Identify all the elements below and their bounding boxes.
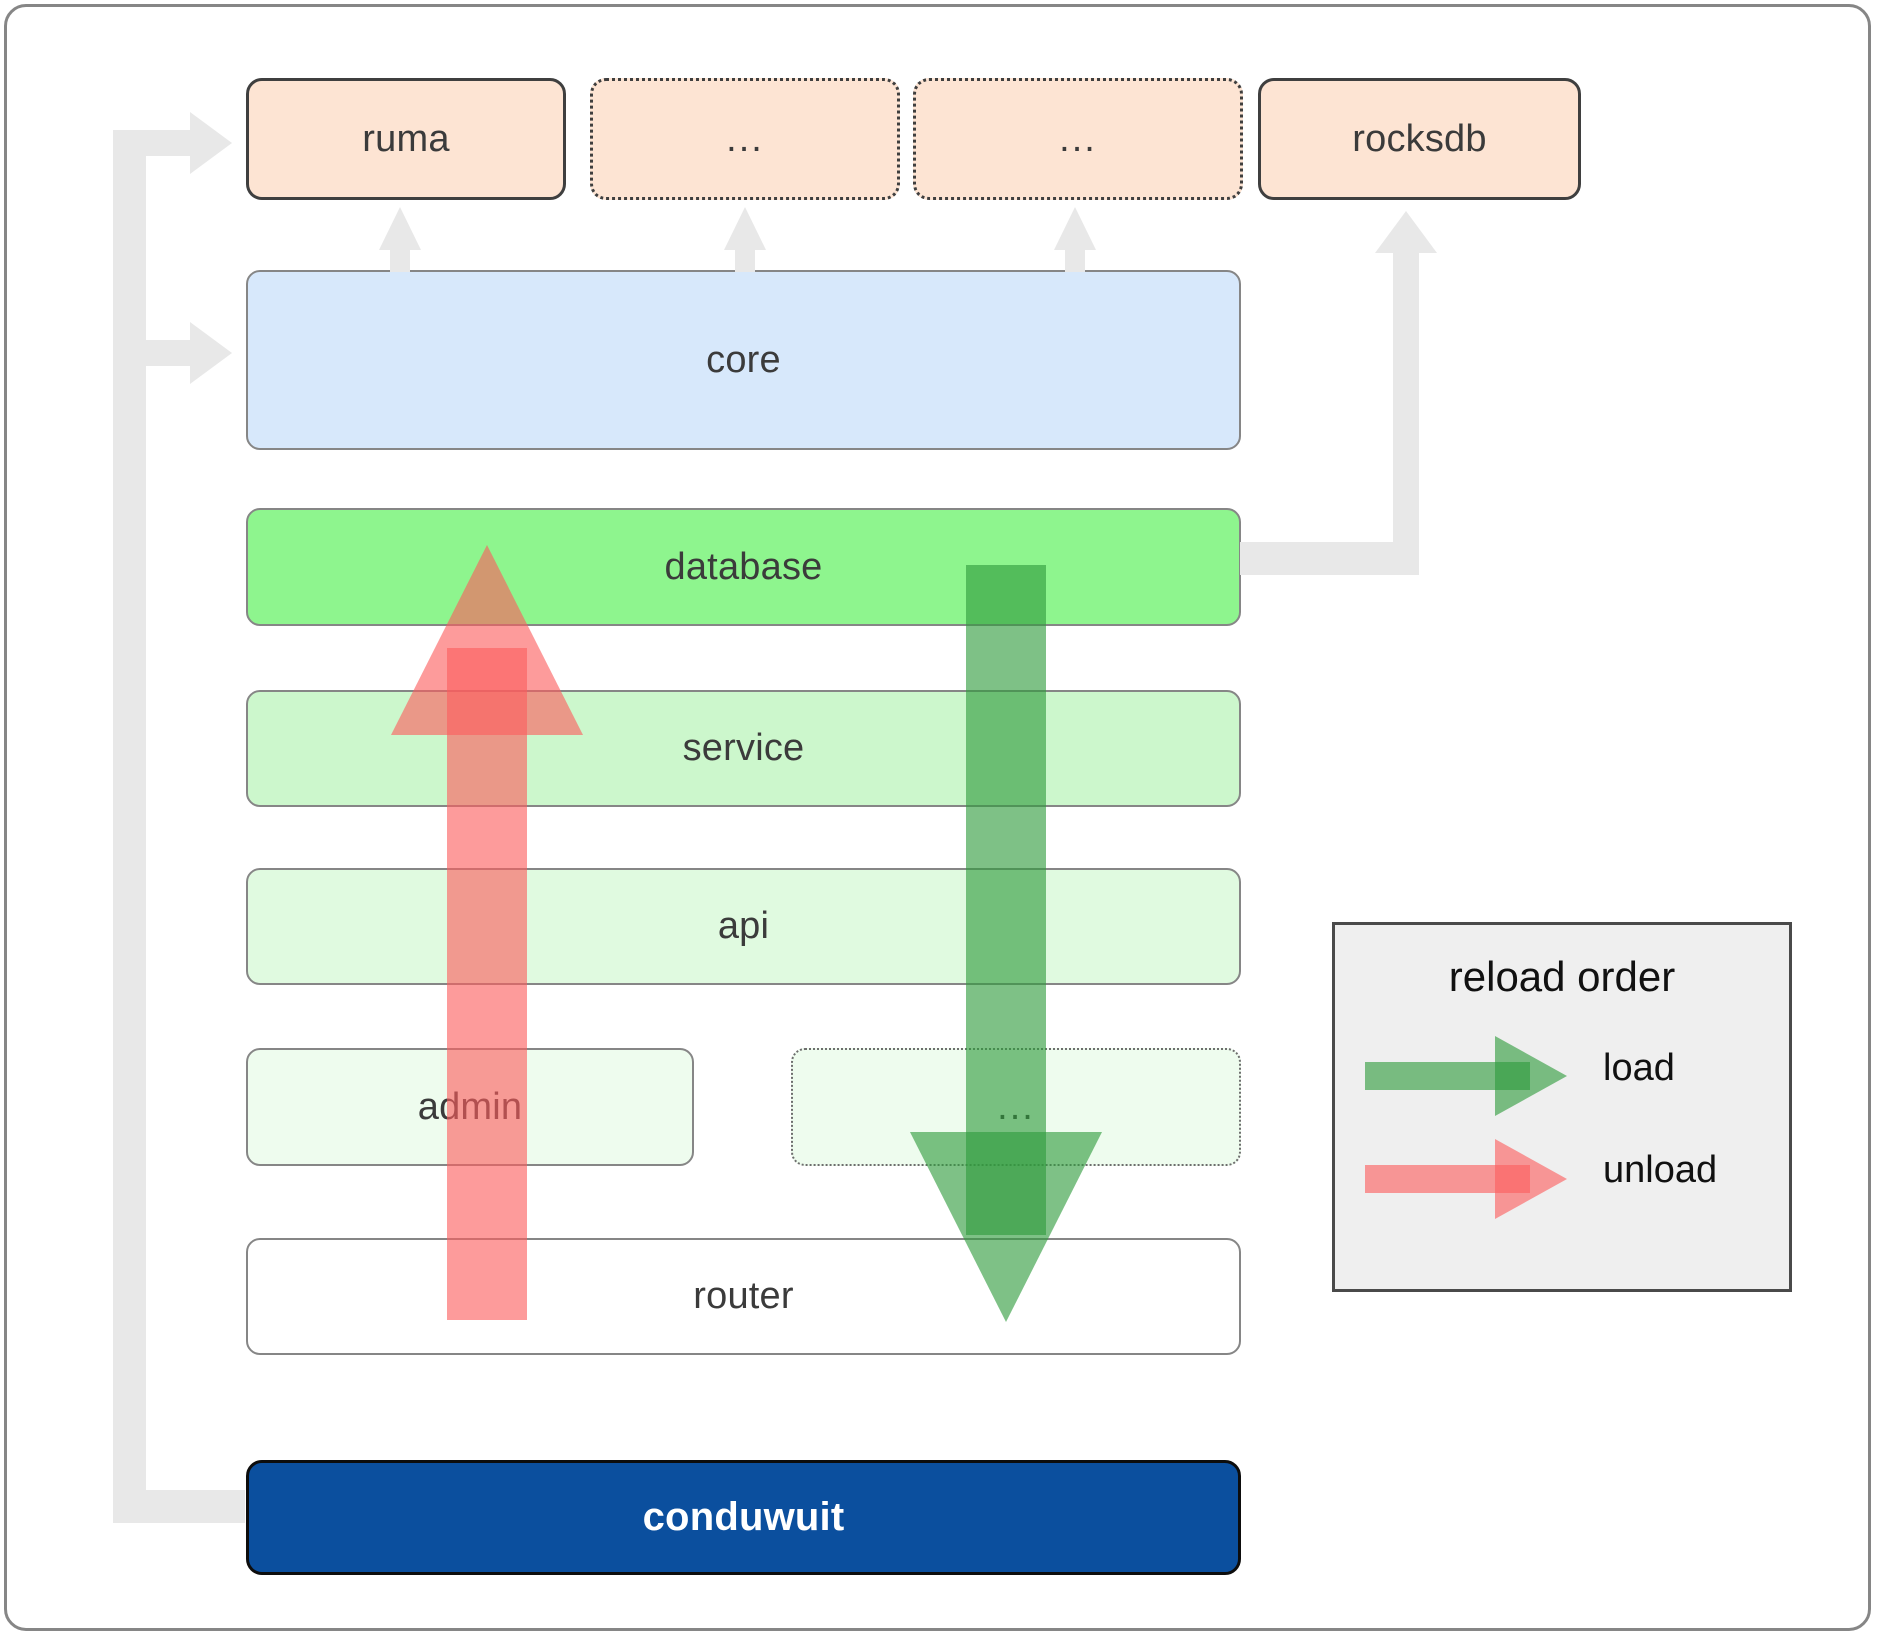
- dependency-box-ellipsis-1[interactable]: ...: [590, 78, 900, 200]
- dependency-label: rocksdb: [1352, 117, 1487, 160]
- unload-legend-icon: [1365, 1139, 1567, 1219]
- dependency-label: ...: [1059, 117, 1097, 160]
- dependency-label: ruma: [362, 117, 450, 160]
- layer-box-ellipsis[interactable]: ...: [791, 1048, 1241, 1166]
- layer-box-admin[interactable]: admin: [246, 1048, 694, 1166]
- load-legend-icon: [1365, 1036, 1567, 1116]
- layer-label: ...: [997, 1085, 1035, 1128]
- layer-box-api[interactable]: api: [246, 868, 1241, 985]
- legend-arrow-icons: [1365, 1036, 1567, 1219]
- application-box-conduwuit[interactable]: conduwuit: [246, 1460, 1241, 1575]
- layer-label: api: [717, 905, 770, 947]
- dependency-box-rocksdb[interactable]: rocksdb: [1258, 78, 1581, 200]
- dependency-box-ellipsis-2[interactable]: ...: [913, 78, 1243, 200]
- layer-label: service: [682, 727, 805, 769]
- layer-label: admin: [417, 1085, 523, 1128]
- layer-label: core: [706, 338, 781, 381]
- legend-label-load: load: [1603, 1047, 1675, 1089]
- legend-title: reload order: [1448, 953, 1676, 1000]
- diagram-frame: [4, 4, 1871, 1631]
- layer-box-router[interactable]: router: [246, 1238, 1241, 1355]
- layer-box-core[interactable]: core: [246, 270, 1241, 450]
- dependency-label: ...: [726, 117, 764, 160]
- layer-box-service[interactable]: service: [246, 690, 1241, 807]
- layer-box-database[interactable]: database: [246, 508, 1241, 626]
- legend-panel: reload order load unload: [1332, 922, 1792, 1292]
- legend-label-unload: unload: [1603, 1149, 1718, 1191]
- application-label: conduwuit: [642, 1495, 845, 1539]
- layer-label: database: [664, 545, 823, 588]
- dependency-box-ruma[interactable]: ruma: [246, 78, 566, 200]
- layer-label: router: [693, 1275, 794, 1317]
